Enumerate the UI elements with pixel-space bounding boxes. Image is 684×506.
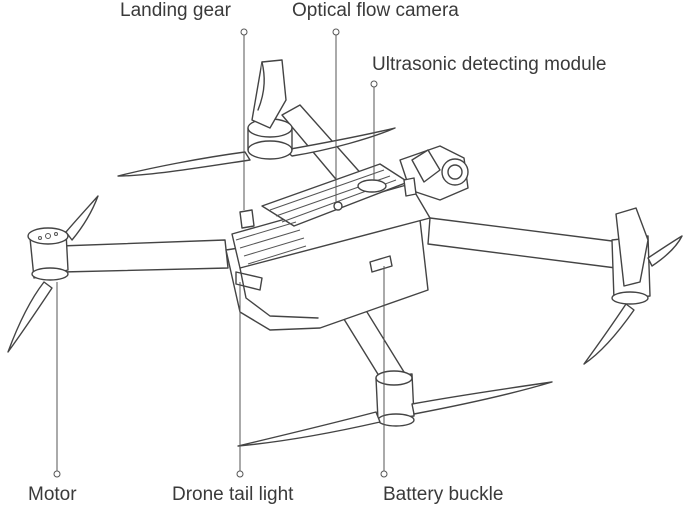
rear-top-arm <box>117 59 396 191</box>
leader-lines <box>53 28 388 478</box>
label-battery-buckle: Battery buckle <box>383 484 504 505</box>
label-landing-gear: Landing gear <box>120 0 231 21</box>
label-ultrasonic-module: Ultrasonic detecting module <box>372 54 607 75</box>
gimbal-camera <box>399 145 469 201</box>
label-motor: Motor <box>28 484 77 505</box>
label-drone-tail-light: Drone tail light <box>172 484 294 505</box>
front-left-arm <box>7 195 229 353</box>
label-optical-flow-camera: Optical flow camera <box>292 0 459 21</box>
drone-body <box>225 163 431 331</box>
front-right-arm <box>427 207 683 365</box>
